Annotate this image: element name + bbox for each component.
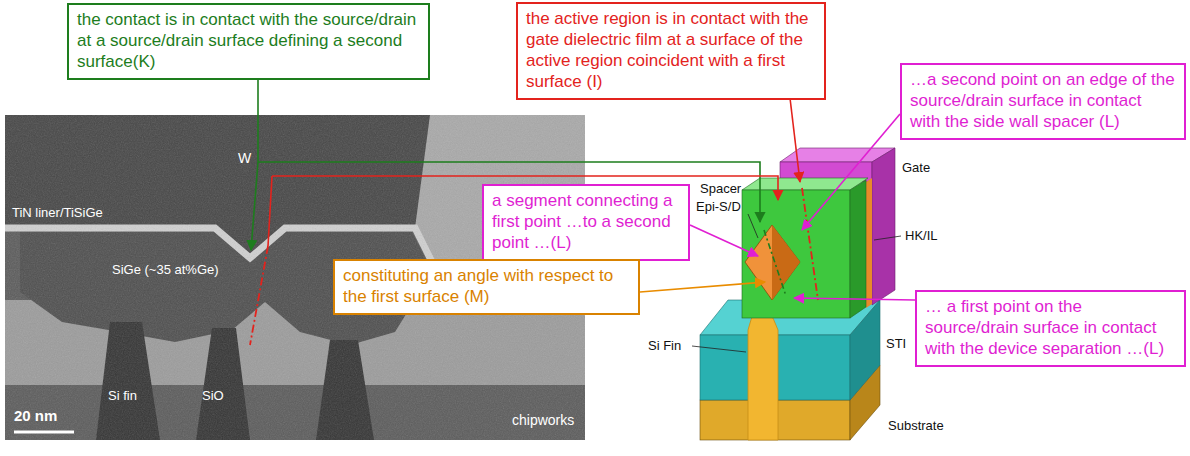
leader-line bbox=[802, 114, 900, 230]
callout-text: the contact is in contact with the sourc… bbox=[77, 9, 420, 72]
part-label: Substrate bbox=[888, 418, 944, 434]
hk-il-layer bbox=[866, 178, 872, 308]
surface-line bbox=[764, 230, 786, 296]
spacer-side bbox=[850, 180, 866, 318]
surface-line bbox=[250, 246, 268, 345]
leader-line bbox=[251, 162, 258, 250]
callout-text: the active region is in contact with the… bbox=[526, 8, 816, 92]
scale-bar bbox=[14, 431, 74, 434]
leader-line bbox=[794, 298, 915, 300]
part-label: Si Fin bbox=[648, 338, 681, 354]
material-label: SiO bbox=[202, 388, 224, 404]
callout-text: constituting an angle with respect to th… bbox=[343, 265, 630, 307]
part-label: Spacer bbox=[700, 181, 741, 197]
part-label: Epi-S/D bbox=[696, 199, 741, 215]
part-label: STI bbox=[886, 336, 906, 352]
surface-line bbox=[802, 188, 818, 300]
label-leader bbox=[874, 236, 901, 240]
claim-callout: …a second point on an edge of the source… bbox=[900, 63, 1186, 140]
material-label: Si fin bbox=[108, 388, 137, 404]
leader-line bbox=[790, 98, 800, 182]
callout-text: a segment connecting a first point …to a… bbox=[492, 190, 680, 253]
leader-line bbox=[690, 225, 758, 256]
callout-text: … a first point on the source/drain surf… bbox=[925, 296, 1176, 359]
si-fin-3d bbox=[748, 306, 778, 440]
leader-line bbox=[640, 282, 765, 292]
label-leader bbox=[748, 214, 758, 238]
claim-callout: the contact is in contact with the sourc… bbox=[67, 3, 430, 80]
leader-line bbox=[268, 176, 272, 246]
gate-side bbox=[872, 148, 895, 305]
callout-text: …a second point on an edge of the source… bbox=[910, 69, 1176, 132]
material-label: SiGe (~35 at%Ge) bbox=[112, 262, 219, 278]
material-label: W bbox=[238, 150, 251, 166]
claim-callout: a segment connecting a first point …to a… bbox=[482, 184, 690, 261]
claim-callout: … a first point on the source/drain surf… bbox=[915, 290, 1186, 367]
part-label: Gate bbox=[902, 160, 930, 176]
leader-line bbox=[257, 78, 259, 162]
claim-callout: constituting an angle with respect to th… bbox=[333, 259, 640, 315]
spacer-top bbox=[742, 178, 868, 190]
material-label: TiN liner/TiSiGe bbox=[12, 205, 103, 221]
label-leader bbox=[692, 346, 746, 352]
watermark: chipworks bbox=[512, 412, 574, 428]
claim-callout: the active region is in contact with the… bbox=[516, 2, 826, 100]
scale-label: 20 nm bbox=[14, 408, 57, 424]
epi-shade bbox=[772, 225, 800, 300]
epi-source-drain bbox=[745, 225, 800, 300]
part-label: HK/IL bbox=[905, 228, 938, 244]
